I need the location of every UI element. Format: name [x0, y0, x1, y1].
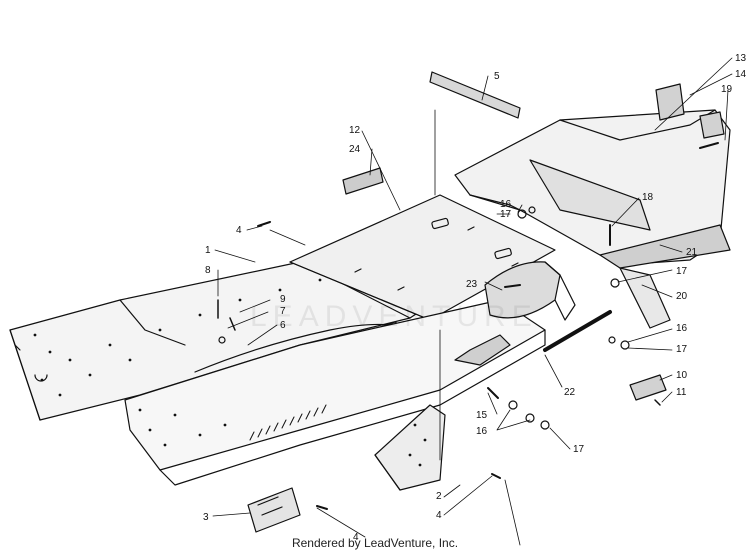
board-holes [138, 408, 227, 447]
callout-17-bottom: 17 [573, 444, 585, 455]
callout-17-right: 17 [676, 266, 688, 277]
rod-22 [543, 310, 612, 352]
decal-14 [699, 111, 725, 139]
plate-3 [247, 487, 301, 533]
callout-9: 9 [280, 294, 286, 305]
callout-6: 6 [280, 320, 286, 331]
decal-24 [342, 167, 384, 195]
callout-8: 8 [205, 265, 211, 276]
callout-12: 12 [349, 125, 361, 136]
callout-4-bottom: 4 [353, 532, 359, 543]
flap-panel [484, 261, 576, 321]
bracket-2 [374, 404, 446, 491]
callout-23: 23 [466, 279, 478, 290]
vent-slots [249, 404, 327, 441]
callout-15: 15 [476, 410, 488, 421]
reflector-10 [629, 374, 667, 401]
leadventure-watermark: LEADVENTURE [250, 300, 538, 333]
callout-21: 21 [686, 247, 698, 258]
rear-flap [619, 267, 671, 329]
callout-7: 7 [280, 306, 286, 317]
tunnel-holes [33, 268, 362, 397]
callout-17-mid: 17 [676, 344, 688, 355]
callout-4-right: 4 [436, 510, 442, 521]
callout-14: 14 [735, 69, 747, 80]
callout-18: 18 [642, 192, 654, 203]
hardware [217, 142, 719, 510]
callout-19: 19 [721, 84, 733, 95]
callout-17-top: 17 [500, 209, 512, 220]
callout-10: 10 [676, 370, 688, 381]
rear-bumper-assembly [454, 109, 731, 269]
decal-13 [655, 83, 685, 121]
callout-3: 3 [203, 512, 209, 523]
decal-strip-5 [429, 71, 521, 119]
footer-credit: Rendered by LeadVenture, Inc. [291, 536, 459, 550]
callout-13: 13 [735, 53, 747, 64]
callout-16-right: 16 [676, 323, 688, 334]
callout-5: 5 [494, 71, 500, 82]
callout-20: 20 [676, 291, 688, 302]
callout-24: 24 [349, 144, 361, 155]
assembly-lines [269, 109, 521, 546]
callout-4-top: 4 [236, 225, 242, 236]
callout-2: 2 [436, 491, 442, 502]
callout-labels: 1 2 3 4 4 4 5 6 7 8 9 10 11 12 13 14 15 … [203, 53, 747, 543]
callout-1: 1 [205, 245, 211, 256]
leader-lines [212, 57, 733, 538]
callout-11: 11 [676, 387, 687, 398]
callout-16-top: 16 [500, 199, 512, 210]
callout-16-bottom: 16 [476, 426, 488, 437]
callout-22: 22 [564, 387, 576, 398]
